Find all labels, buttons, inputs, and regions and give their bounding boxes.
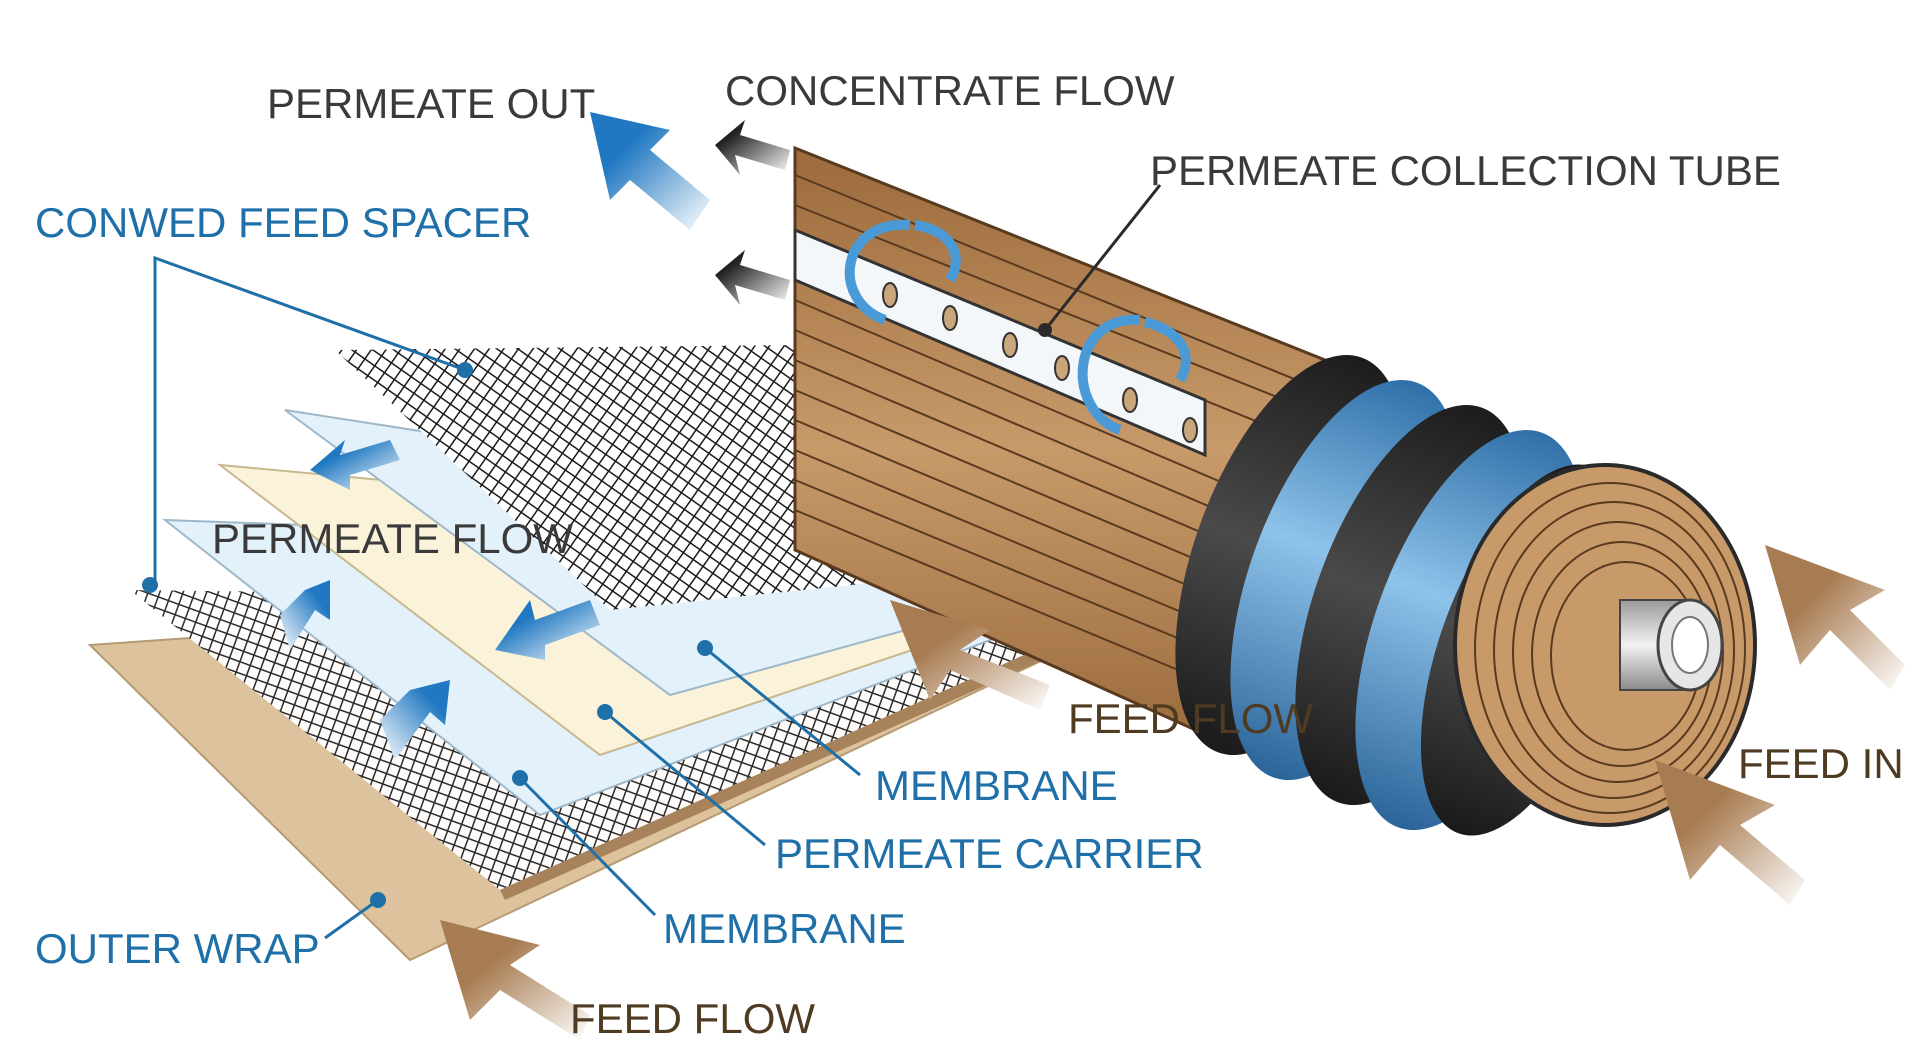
permeate-flow-arrow-up-1 — [280, 580, 330, 650]
leader-dot-collection-tube — [1038, 323, 1052, 337]
leader-conwed-feed-spacer — [153, 255, 466, 585]
permeate-collection-tube — [793, 227, 1207, 458]
label-conwed-feed-spacer: CONWED FEED SPACER — [35, 199, 531, 246]
leader-dot-conwed-upper — [457, 362, 473, 378]
permeate-out-arrow — [590, 112, 710, 230]
permeate-flow-arrow-1 — [310, 440, 400, 490]
leader-dot-membrane-upper — [697, 640, 713, 656]
tube-rotation-arrow-left — [844, 219, 961, 325]
label-membrane-lower: MEMBRANE — [663, 905, 906, 952]
label-concentrate-flow: CONCENTRATE FLOW — [725, 67, 1175, 114]
leader-membrane-upper — [704, 646, 861, 777]
leader-membrane-lower — [518, 776, 657, 917]
label-feed-flow-lower: FEED FLOW — [570, 995, 815, 1042]
label-feed-flow-upper: FEED FLOW — [1068, 695, 1313, 742]
leader-permeate-carrier — [604, 710, 766, 847]
permeate-flow-arrow-up-2 — [380, 680, 450, 760]
concentrate-flow-arrow-upper — [715, 120, 790, 175]
roll-end-cap — [1453, 463, 1757, 827]
label-permeate-out: PERMEATE OUT — [267, 80, 595, 127]
feed-flow-arrow-upper — [890, 600, 1050, 710]
concentrate-flow-arrow-lower — [715, 250, 790, 305]
tube-rotation-arrow-right — [1077, 314, 1191, 435]
label-permeate-carrier: PERMEATE CARRIER — [775, 830, 1204, 877]
feed-in-arrow-lower — [1655, 760, 1805, 905]
leader-dot-outer-wrap — [370, 892, 386, 908]
permeate-flow-arrow-2 — [495, 600, 600, 660]
feed-in-arrow-upper — [1765, 545, 1905, 690]
label-permeate-collection-tube: PERMEATE COLLECTION TUBE — [1150, 147, 1781, 194]
label-outer-wrap: OUTER WRAP — [35, 925, 320, 972]
lower-mesh-edge — [500, 585, 1182, 900]
center-tube-end — [1619, 598, 1724, 692]
leader-dot-conwed-lower — [142, 577, 158, 593]
label-membrane-upper: MEMBRANE — [875, 762, 1118, 809]
feed-flow-arrow-lower — [440, 920, 590, 1040]
leader-permeate-collection-tube — [1043, 184, 1162, 331]
label-feed-in: FEED IN — [1738, 740, 1904, 787]
label-permeate-flow: PERMEATE FLOW — [212, 515, 573, 562]
leader-dot-permeate-carrier — [597, 704, 613, 720]
leader-dot-membrane-lower — [512, 770, 528, 786]
leader-outer-wrap — [324, 898, 379, 940]
tube-holes — [882, 282, 1198, 443]
